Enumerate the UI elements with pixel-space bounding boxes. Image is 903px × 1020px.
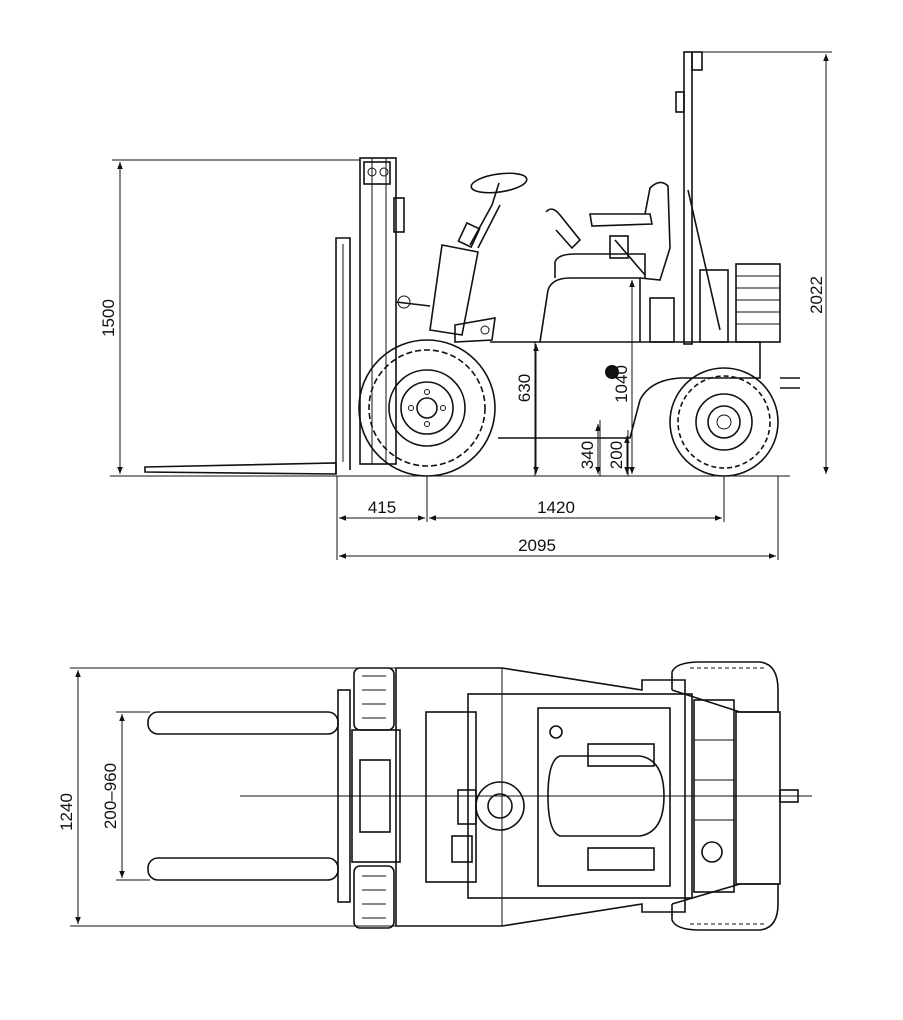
dim-label-fork-spread: 200–960: [101, 763, 120, 829]
fork: [144, 237, 351, 475]
top-rear-tires: [671, 661, 779, 931]
rear-wheel: [669, 367, 779, 477]
dim-frame-height: 630: [515, 344, 539, 474]
dim-label-step-height: 340: [578, 441, 597, 469]
dim-overall-height: 2022: [702, 51, 832, 474]
dim-fork-spread: 200–960: [101, 711, 150, 881]
dim-label-frame-height: 630: [515, 374, 534, 402]
dim-label-front-overhang: 415: [368, 498, 396, 517]
dim-label-seat-height: 1040: [612, 365, 631, 403]
dim-wheelbase: 1420: [429, 498, 722, 521]
dim-ground-clearance: 200: [607, 436, 630, 474]
mast: [359, 157, 431, 465]
engine-block: [649, 263, 800, 389]
top-view: 1240 200–960: [57, 661, 812, 931]
dim-lift-height: 1500: [99, 159, 360, 474]
dim-label-overall-width: 1240: [57, 793, 76, 831]
dim-step-height: 340: [578, 424, 601, 474]
top-front-tires: [353, 667, 395, 929]
dim-label-overall-length: 2095: [518, 536, 556, 555]
dim-overall-length: 2095: [339, 536, 776, 559]
dim-label-ground-clearance: 200: [607, 441, 626, 469]
dim-front-overhang: 415: [339, 498, 425, 521]
front-wheel: [358, 339, 496, 477]
dim-overall-width: 1240: [57, 667, 398, 927]
dim-label-overall-height: 2022: [807, 276, 826, 314]
dim-label-lift-height: 1500: [99, 299, 118, 337]
fuel-cap-icon: [605, 365, 619, 379]
side-view: 1500 2022 630 1040 340 200: [99, 51, 832, 560]
top-chassis: [395, 667, 693, 927]
dim-label-wheelbase: 1420: [537, 498, 575, 517]
dim-seat-height: 1040: [612, 280, 635, 474]
top-carriage: [337, 689, 401, 903]
steering-column: [429, 172, 528, 343]
dim-horizontal-extensions: [336, 476, 779, 560]
operator-seat: [589, 181, 671, 281]
top-seat: [537, 707, 671, 887]
rear-post: [675, 51, 721, 345]
